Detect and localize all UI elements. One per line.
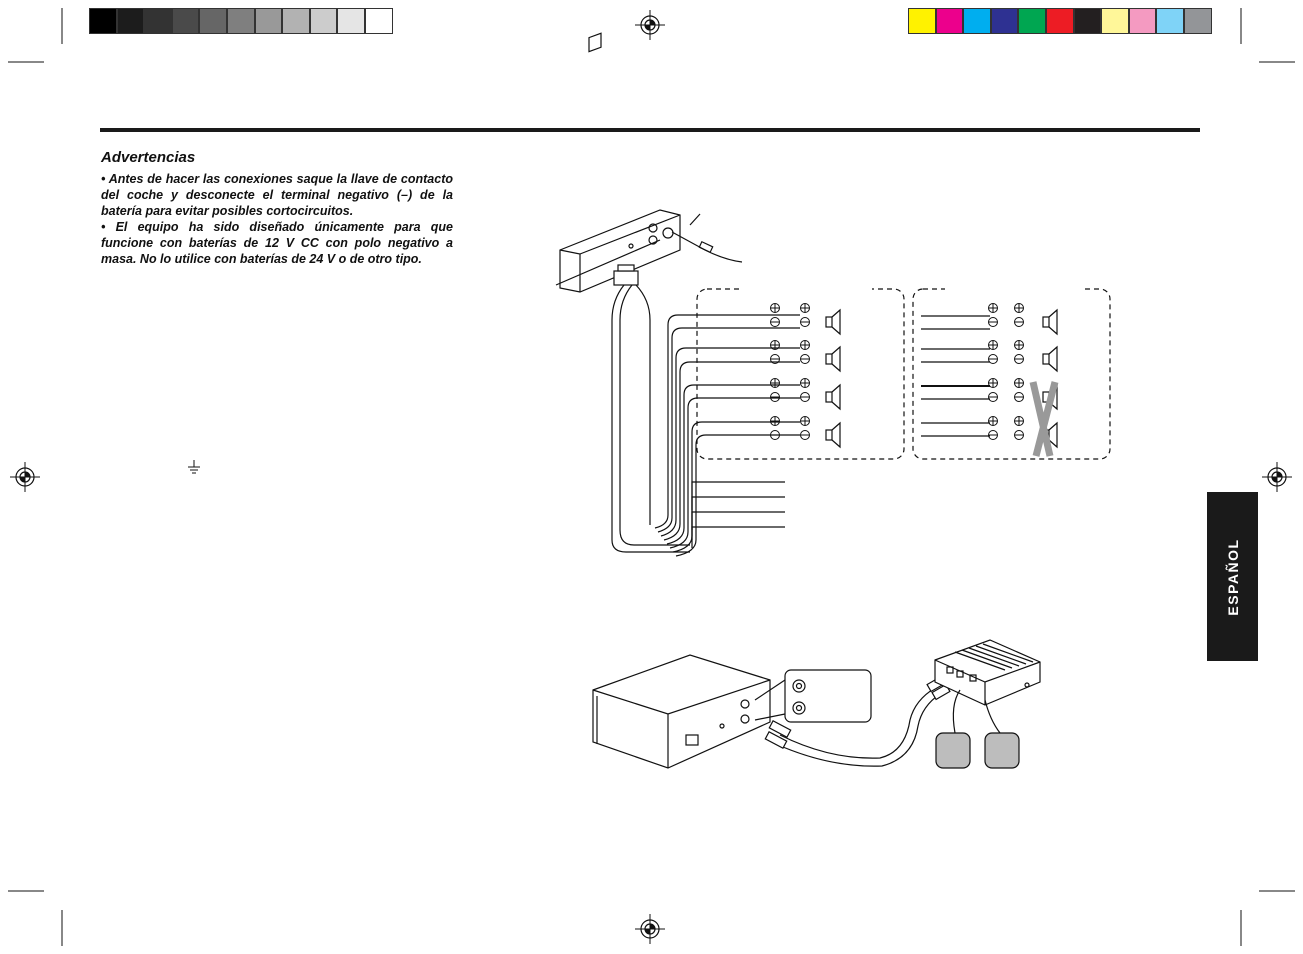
prohibited-mark-icon [1029,381,1059,457]
gray-swatch [89,8,117,34]
minus-terminal-icon [800,354,810,364]
speaker-icon [825,422,841,448]
language-tab: ESPAÑOL [1207,492,1258,661]
minus-terminal-icon [988,430,998,440]
registration-mark-icon [634,9,666,41]
crop-marks [8,8,1295,946]
plus-terminal-icon [800,416,810,426]
color-swatch [963,8,991,34]
minus-terminal-icon [988,392,998,402]
plus-terminal-icon [770,378,780,388]
color-swatch [935,8,964,34]
color-swatch [1156,8,1184,34]
speaker-wiring-diagram [555,32,1111,557]
speaker-icon [1042,309,1058,335]
gray-swatch [254,8,283,34]
ground-symbol-icon [188,460,200,474]
gray-swatch [227,8,255,34]
speaker-icon [1042,346,1058,372]
minus-terminal-icon [1014,430,1024,440]
right-speaker-group [988,303,1059,457]
plus-terminal-icon [988,378,998,388]
plus-terminal-icon [988,303,998,313]
plus-terminal-icon [1014,416,1024,426]
header-rule [100,128,1200,132]
plus-terminal-icon [800,378,810,388]
minus-terminal-icon [988,317,998,327]
plus-terminal-icon [800,303,810,313]
plus-terminal-icon [770,416,780,426]
speaker-icon [935,732,971,769]
speaker-icon [984,732,1020,769]
minus-terminal-icon [770,317,780,327]
plus-terminal-icon [1014,378,1024,388]
warning-item-12v-only: • El equipo ha sido diseñado únicamente … [101,220,453,266]
color-swatch [990,8,1019,34]
minus-terminal-icon [800,317,810,327]
speaker-icon [825,346,841,372]
warning-item-battery-disconnect: • Antes de hacer las conexiones saque la… [101,172,453,218]
color-swatch [1128,8,1157,34]
registration-mark-icon [1261,461,1293,493]
speaker-icon [825,384,841,410]
gray-swatch [309,8,338,34]
color-swatch [1101,8,1129,34]
minus-terminal-icon [988,354,998,364]
gray-swatch [144,8,172,34]
minus-terminal-icon [1014,317,1024,327]
gray-swatch [282,8,310,34]
minus-terminal-icon [1014,354,1024,364]
minus-terminal-icon [770,430,780,440]
plus-terminal-icon [770,340,780,350]
color-swatch [1073,8,1102,34]
amplifier-wiring-diagram [592,639,1041,769]
warnings-heading: Advertencias [101,149,196,166]
gray-swatch [199,8,227,34]
minus-terminal-icon [770,392,780,402]
plus-terminal-icon [800,340,810,350]
plus-terminal-icon [988,340,998,350]
minus-terminal-icon [800,430,810,440]
speaker-icon [825,309,841,335]
minus-terminal-icon [1014,392,1024,402]
color-swatch [908,8,936,34]
color-swatch [1046,8,1074,34]
left-speaker-group [770,303,841,448]
color-swatch [1018,8,1046,34]
gray-swatch [116,8,145,34]
plus-terminal-icon [1014,340,1024,350]
registration-mark-icon [634,913,666,945]
registration-mark-icon [9,461,41,493]
minus-terminal-icon [800,392,810,402]
gray-swatch [365,8,393,34]
plus-terminal-icon [988,416,998,426]
gray-swatch [171,8,200,34]
gray-swatch [337,8,365,34]
plus-terminal-icon [1014,303,1024,313]
color-swatch [1184,8,1212,34]
plus-terminal-icon [770,303,780,313]
